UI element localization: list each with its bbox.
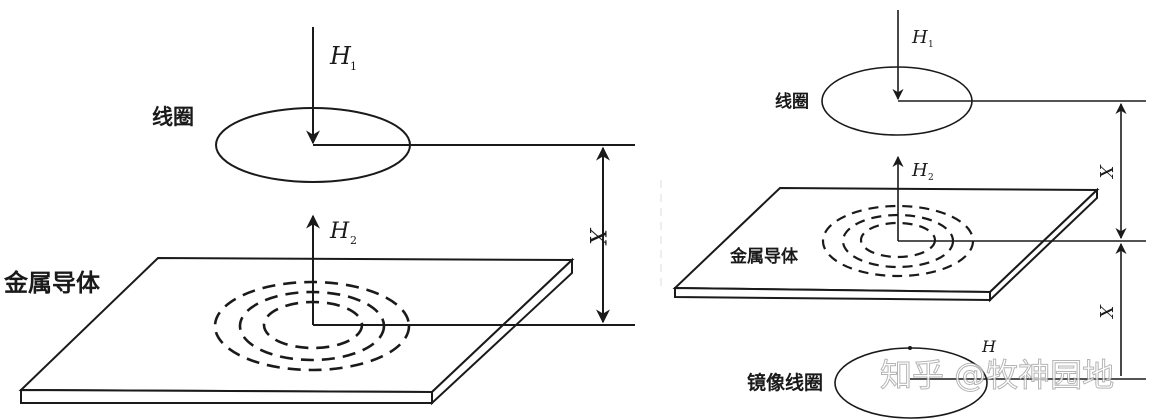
right-h1-subscript: 1 <box>928 40 934 50</box>
right-h1-label: H <box>911 27 928 48</box>
left-coil-label: 线圈 <box>152 105 194 129</box>
right-panel: X X H 1 H 2 H 线圈 金属导体 镜像线圈 <box>672 10 1146 419</box>
left-conductor-label: 金属导体 <box>3 269 101 297</box>
left-h2-subscript: 2 <box>350 234 357 247</box>
right-coil-label: 线圈 <box>775 91 809 112</box>
left-h1-subscript: 1 <box>350 60 357 73</box>
right-h2-label: H <box>911 160 928 181</box>
image-coil-label: 镜像线圈 <box>747 371 823 394</box>
left-panel: X H 1 H 2 线圈 金属导体 <box>3 27 635 406</box>
image-coil-marker <box>908 346 912 350</box>
left-distance-label: X <box>584 227 609 246</box>
right-metal-plate <box>672 186 1100 303</box>
right-conductor-label: 金属导体 <box>729 246 799 267</box>
image-h-label: H <box>981 337 997 356</box>
watermark: 知乎 @牧神园地 <box>880 356 1114 394</box>
right-distance-upper-label: X <box>1095 164 1116 180</box>
right-distance-lower-label: X <box>1095 304 1116 320</box>
left-h2-label: H <box>329 219 350 244</box>
right-h2-subscript: 2 <box>928 173 934 183</box>
left-metal-plate <box>18 256 575 406</box>
left-h1-label: H <box>329 42 352 70</box>
